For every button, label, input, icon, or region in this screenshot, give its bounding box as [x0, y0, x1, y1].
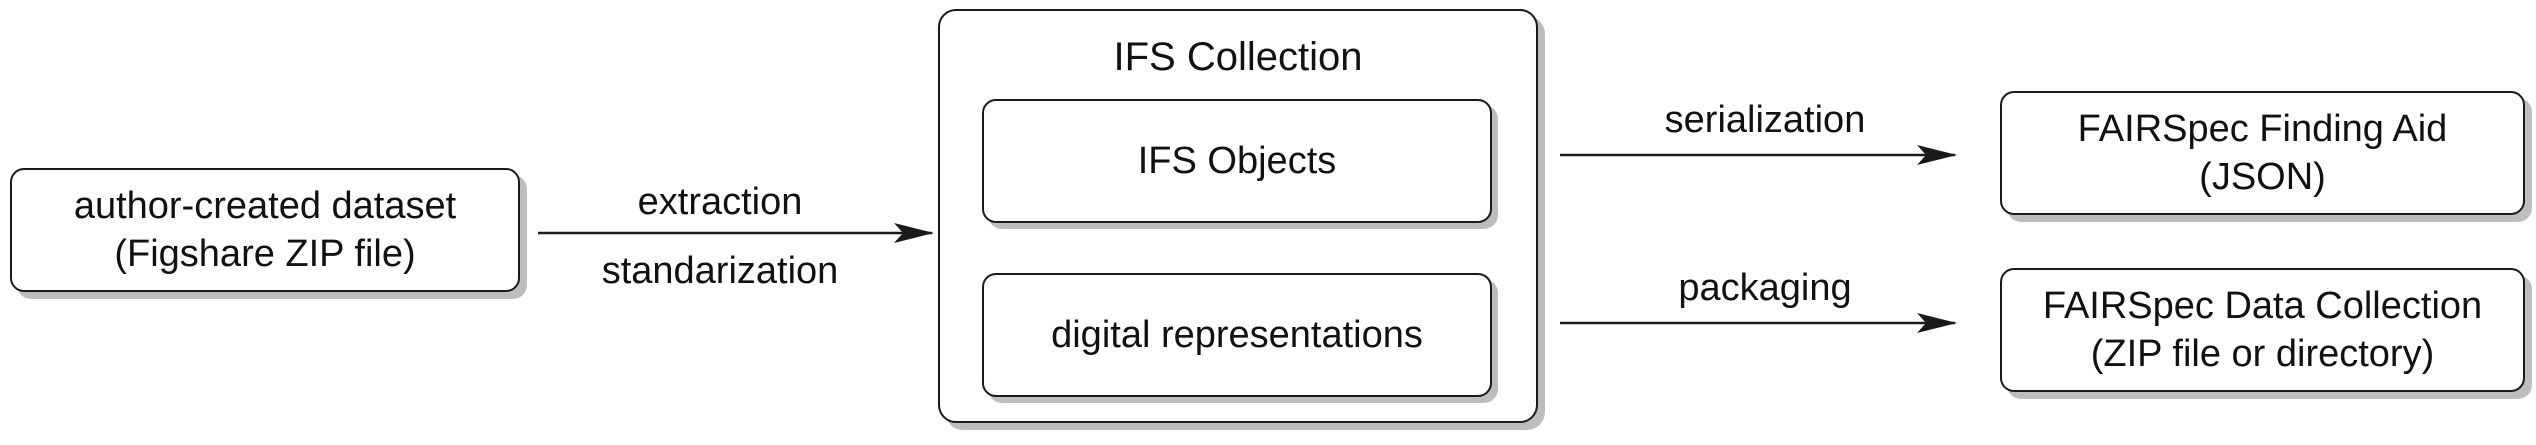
serialization-label: serialization: [1664, 99, 1866, 141]
ifs-objects-label: IFS Objects: [1137, 139, 1337, 182]
source-dataset-line1: author-created dataset: [73, 185, 457, 227]
source-dataset-line2: (Figshare ZIP file): [114, 233, 416, 275]
finding-aid-node: FAIRSpec Finding Aid (JSON): [2000, 91, 2525, 215]
data-collection-node: FAIRSpec Data Collection (ZIP file or di…: [2000, 268, 2525, 392]
packaging-label: packaging: [1678, 267, 1852, 309]
digital-representations-node: digital representations: [982, 273, 1492, 397]
finding-aid-line1: FAIRSpec Finding Aid: [2077, 108, 2448, 150]
standarization-label: standarization: [601, 250, 839, 292]
finding-aid-line2: (JSON): [2199, 156, 2326, 198]
extraction-label: extraction: [637, 181, 803, 223]
ifs-collection-title: IFS Collection: [1113, 35, 1363, 79]
data-collection-line2: (ZIP file or directory): [2090, 333, 2435, 375]
source-dataset-node: author-created dataset (Figshare ZIP fil…: [10, 168, 520, 292]
ifs-objects-node: IFS Objects: [982, 99, 1492, 223]
ifs-collection-node: IFS Collection IFS Objects digital repre…: [938, 9, 1538, 423]
digital-representations-label: digital representations: [1051, 313, 1423, 356]
data-collection-line1: FAIRSpec Data Collection: [2042, 285, 2483, 327]
